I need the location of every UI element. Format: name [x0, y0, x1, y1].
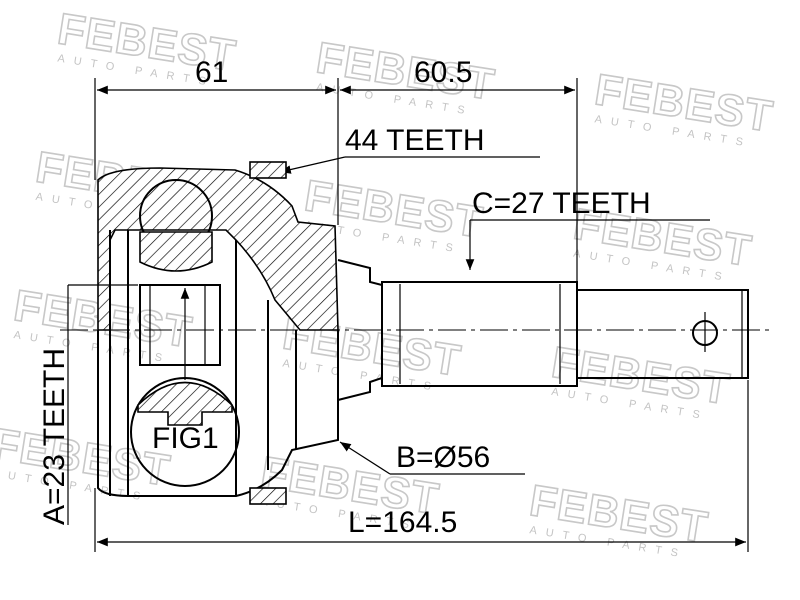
watermark-layer: FEBEST FEBEST FEBEST AUTO PARTS AUTO PAR… [0, 4, 777, 561]
inner-spline-dimension: A=23 TEETH [38, 284, 138, 525]
dimension-60-5: 60.5 [414, 56, 472, 89]
shaft-teeth-label: C=27 TEETH [472, 187, 651, 220]
fig1-label: FIG1 [152, 422, 219, 455]
top-dimensions: 61 60.5 [94, 56, 578, 290]
output-shaft [337, 259, 749, 401]
total-length-label: L=164.5 [348, 506, 457, 539]
inner-teeth-label: A=23 TEETH [38, 348, 71, 525]
total-length-dimension: L=164.5 [94, 380, 749, 552]
shaft-spline-callout: C=27 TEETH [465, 187, 710, 270]
cv-joint-housing [97, 161, 339, 505]
outer-teeth-label: 44 TEETH [345, 124, 485, 157]
diameter-callout: B=Ø56 [339, 441, 525, 475]
diameter-label: B=Ø56 [396, 441, 490, 474]
dimension-61: 61 [195, 56, 228, 89]
fig1-detail: FIG1 [130, 288, 240, 487]
outer-teeth-callout: 44 TEETH [279, 124, 540, 174]
